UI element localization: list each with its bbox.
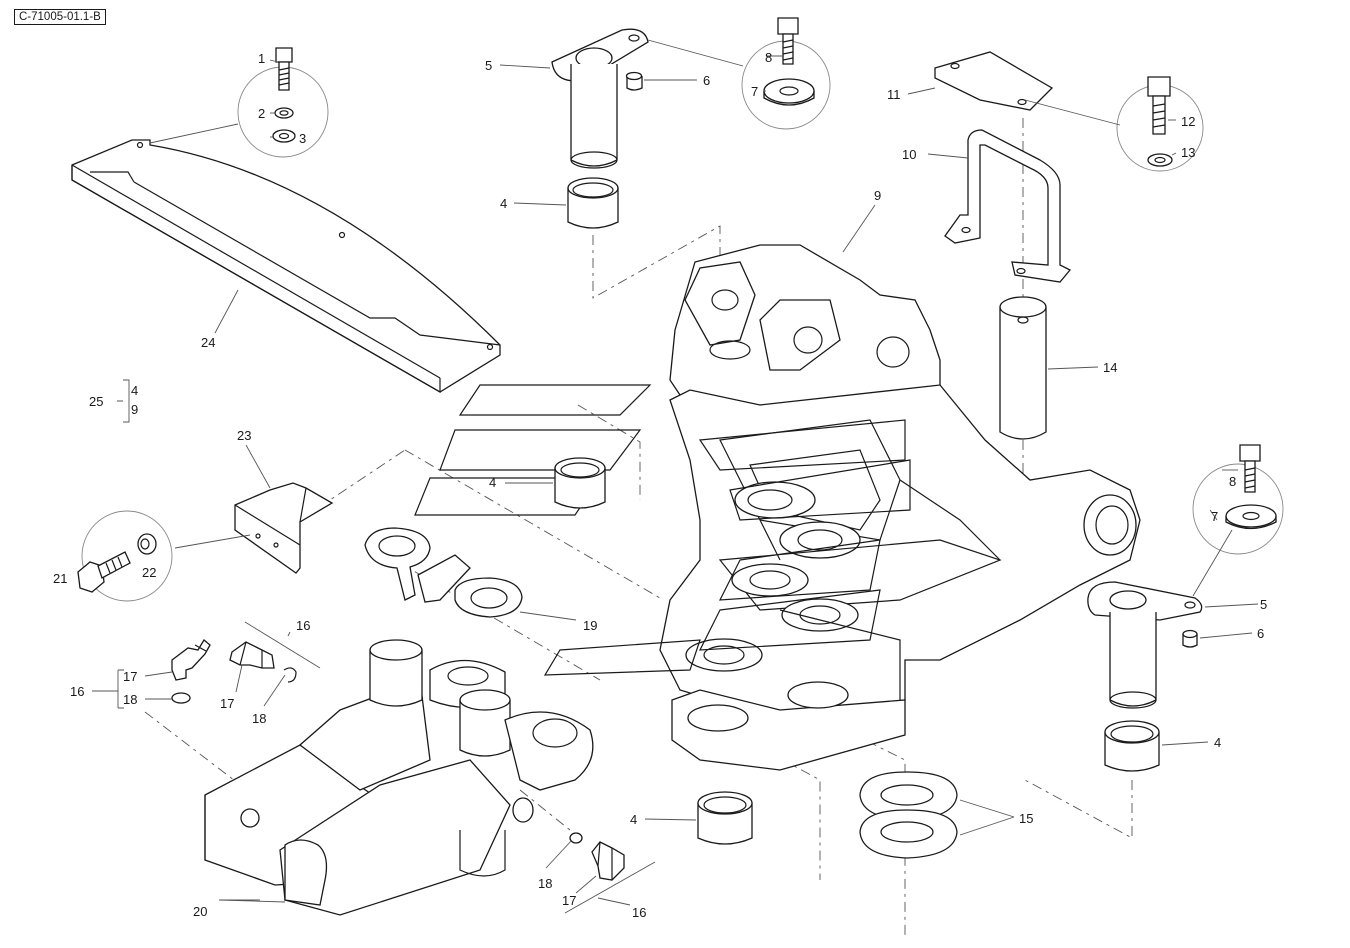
callout-8-right: 8 [1229,474,1236,489]
drawing-reference-label: C-71005-01.1-B [14,9,106,25]
kit-item-9: 9 [131,402,138,417]
callout-6-upper: 6 [703,73,710,88]
parts-7-8-bolt-washer-right [1225,444,1277,530]
part-4-bushing-upper [567,177,619,229]
part-23-mount-bracket [234,482,334,574]
callout-8-upper: 8 [765,50,772,65]
part-14-pin [999,296,1047,440]
callout-16-lower: 16 [632,905,646,920]
callout-11: 11 [887,87,901,102]
part-19-clamp [364,527,523,618]
callout-7-right: 7 [1211,509,1218,524]
callout-18-upper: 18 [252,711,266,726]
part-5-pin-upper [551,28,649,169]
callout-19: 19 [583,618,597,633]
callout-4-upper: 4 [500,196,507,211]
callout-4-middle: 4 [489,475,496,490]
part-4-bushing-lower-left [697,791,753,845]
parts-21-22-bolt-washer [77,533,157,593]
callout-4-right: 4 [1214,735,1221,750]
parts-12-13-bolt-washer [1147,76,1173,167]
callout-12: 12 [1181,114,1195,129]
callout-17-left: 17 [123,669,137,684]
callout-24: 24 [201,335,215,350]
parts-7-8-bolt-washer-upper [763,17,815,106]
callout-5-right: 5 [1260,597,1267,612]
callout-4-lower: 4 [630,812,637,827]
part-6-sleeve-right [1182,629,1198,648]
fitting-16-upper [229,641,297,683]
callout-1: 1 [258,51,265,66]
callout-15: 15 [1019,811,1033,826]
callout-21: 21 [53,571,67,586]
part-6-sleeve-upper [625,71,643,91]
part-20-cylinder-assembly [204,639,594,916]
part-4-bushing-middle [554,457,606,509]
callout-16-upper: 16 [296,618,310,633]
callout-18-lower: 18 [538,876,552,891]
part-9-main-frame [414,244,1141,771]
part-24-cover-plate [71,139,501,394]
callout-14: 14 [1103,360,1117,375]
part-15-pulleys [859,771,958,859]
callout-20: 20 [193,904,207,919]
part-11-bracket-plate [934,51,1054,111]
part-4-bushing-right [1104,720,1160,772]
callout-17-lower: 17 [562,893,576,908]
callout-9: 9 [874,188,881,203]
callout-6-right: 6 [1257,626,1264,641]
callout-7-upper: 7 [751,84,758,99]
callout-23: 23 [237,428,251,443]
part-5-pin-right [1087,581,1203,709]
fitting-16-lower [569,832,625,881]
leader-lines [92,39,1259,914]
callout-25: 25 [89,394,103,409]
callout-22: 22 [142,565,156,580]
callout-2: 2 [258,106,265,121]
kit-item-4: 4 [131,383,138,398]
part-10-rod-bracket [944,129,1072,283]
callout-18-left: 18 [123,692,137,707]
parts-1-3-bolt-washers [272,47,296,143]
callout-13: 13 [1181,145,1195,160]
callout-labels: 1 2 3 5 6 4 8 7 11 10 9 12 13 14 24 25 4… [53,50,1267,920]
callout-5-upper: 5 [485,58,492,73]
callout-17-upper: 17 [220,696,234,711]
fitting-16-left [171,639,211,704]
callout-10: 10 [902,147,916,162]
callout-16-left: 16 [70,684,84,699]
callout-3: 3 [299,131,306,146]
